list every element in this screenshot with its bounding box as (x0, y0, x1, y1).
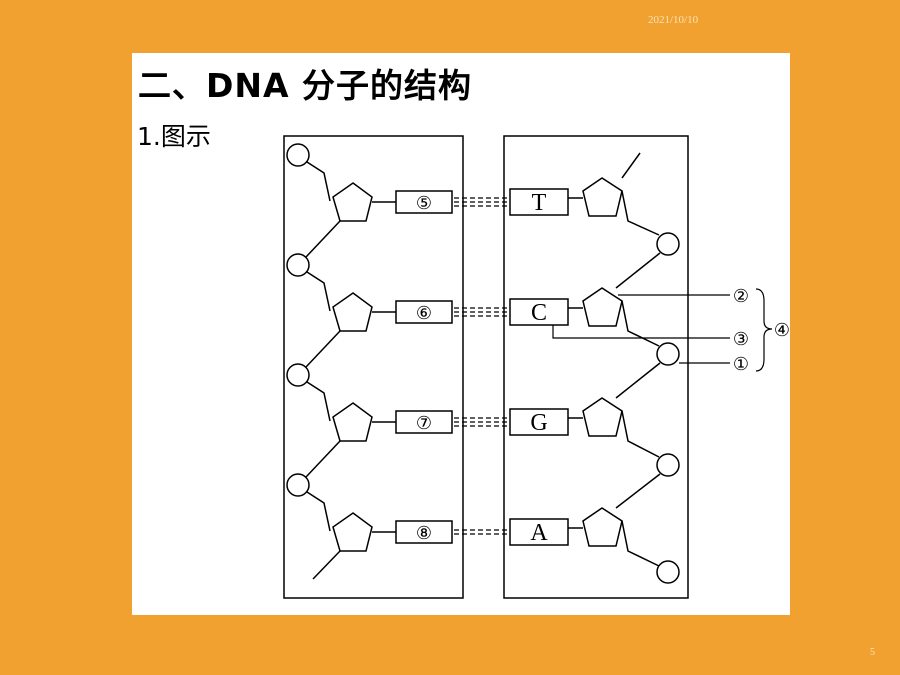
label-circled-7: ⑦ (416, 413, 432, 433)
grouping-brace (755, 288, 773, 372)
bond-line (306, 161, 331, 202)
phosphate-circle (656, 342, 680, 366)
sugar-pentagon (582, 177, 623, 217)
callout-label-3: ③ (733, 329, 749, 349)
bond-line (621, 152, 641, 179)
bond-line (312, 550, 341, 580)
phosphate-circle (656, 560, 680, 584)
label-circled-8: ⑧ (416, 523, 432, 543)
left-strand-frame (283, 135, 464, 599)
callout-label-4: ④ (774, 320, 790, 340)
bond-line (305, 330, 341, 368)
bond-line (306, 381, 331, 422)
leader-line-3 (552, 325, 730, 339)
phosphate-circle (286, 143, 310, 167)
sugar-pentagon (582, 397, 623, 437)
callout-label-2: ② (733, 286, 749, 306)
hydrogen-bonds (454, 197, 508, 535)
sugar-pentagon (582, 287, 623, 327)
callout-leaders (552, 288, 773, 372)
base-box-right (509, 518, 569, 546)
base-box-left (395, 520, 453, 544)
base-box-left (395, 300, 453, 324)
bond-line (621, 410, 660, 458)
bond-line (306, 491, 331, 532)
page-number: 5 (870, 647, 875, 658)
base-box-right (509, 408, 569, 436)
bond-line (305, 220, 341, 258)
base-box-left (395, 410, 453, 434)
phosphate-circle (656, 453, 680, 477)
right-backbone (568, 152, 680, 584)
slide-title: 二、DNA 分子的结构 (138, 66, 473, 105)
bond-line (615, 252, 661, 289)
dna-structure-diagram: ⑤ ⑥ ⑦ ⑧ T C G A ② ③ ① ④ (283, 135, 790, 599)
date-stamp: 2021/10/10 (648, 14, 699, 26)
sugar-pentagon (332, 512, 373, 552)
label-circled-6: ⑥ (416, 303, 432, 323)
bond-line (621, 520, 660, 567)
slide-panel: 二、DNA 分子的结构 1.图示 (132, 53, 790, 615)
phosphate-circle (286, 473, 310, 497)
bond-line (306, 271, 331, 312)
callout-label-1: ① (733, 354, 749, 374)
base-label-g: G (530, 410, 547, 436)
bond-line (615, 473, 661, 509)
bond-line (305, 440, 341, 478)
base-box-right (509, 298, 569, 326)
phosphate-circle (286, 363, 310, 387)
phosphate-circle (656, 232, 680, 256)
sugar-pentagon (332, 292, 373, 332)
sugar-pentagon (332, 402, 373, 442)
sugar-pentagon (332, 182, 373, 222)
phosphate-circle (286, 253, 310, 277)
label-circled-5: ⑤ (416, 193, 432, 213)
bond-line (621, 300, 660, 347)
base-box-left (395, 190, 453, 214)
base-label-a: A (530, 520, 548, 546)
base-label-t: T (532, 190, 547, 216)
bond-line (615, 362, 661, 399)
left-backbone (286, 143, 396, 580)
base-label-c: C (531, 300, 547, 326)
bond-line (621, 190, 660, 236)
sugar-pentagon (582, 507, 623, 547)
right-strand-frame (503, 135, 689, 599)
base-box-right (509, 188, 569, 216)
slide-subtitle: 1.图示 (137, 122, 211, 151)
